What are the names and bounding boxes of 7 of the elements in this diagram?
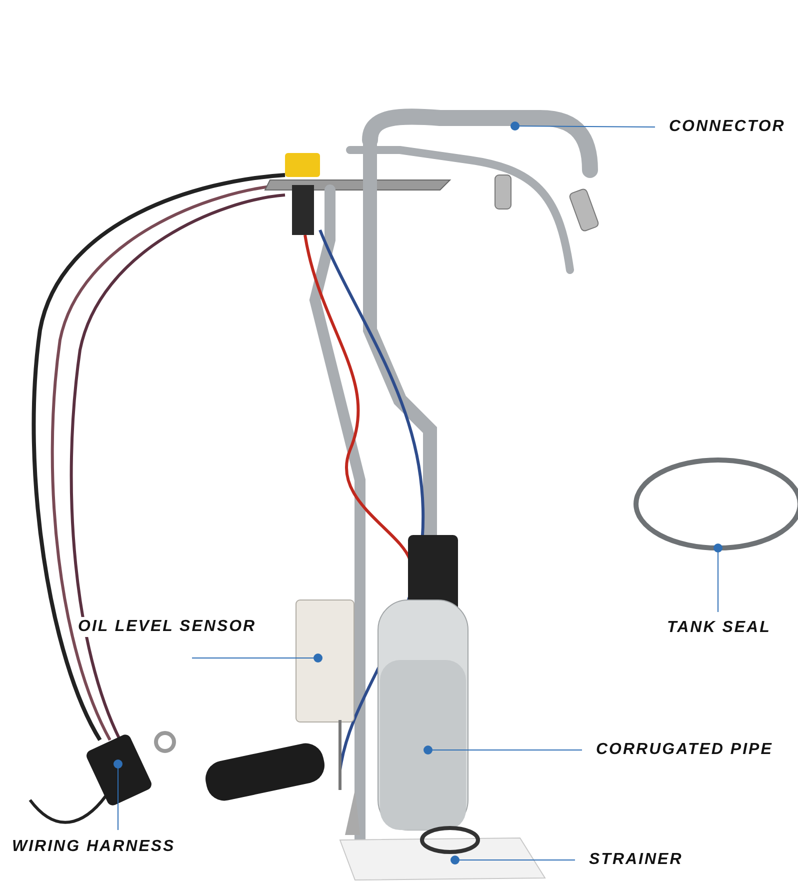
leader-line xyxy=(714,544,722,612)
leader-line xyxy=(510,122,656,130)
leader-line xyxy=(424,746,582,754)
leader-line xyxy=(114,760,122,830)
leader-line xyxy=(450,856,576,864)
tank-seal-drawing xyxy=(634,458,798,550)
leader-line xyxy=(192,654,322,662)
